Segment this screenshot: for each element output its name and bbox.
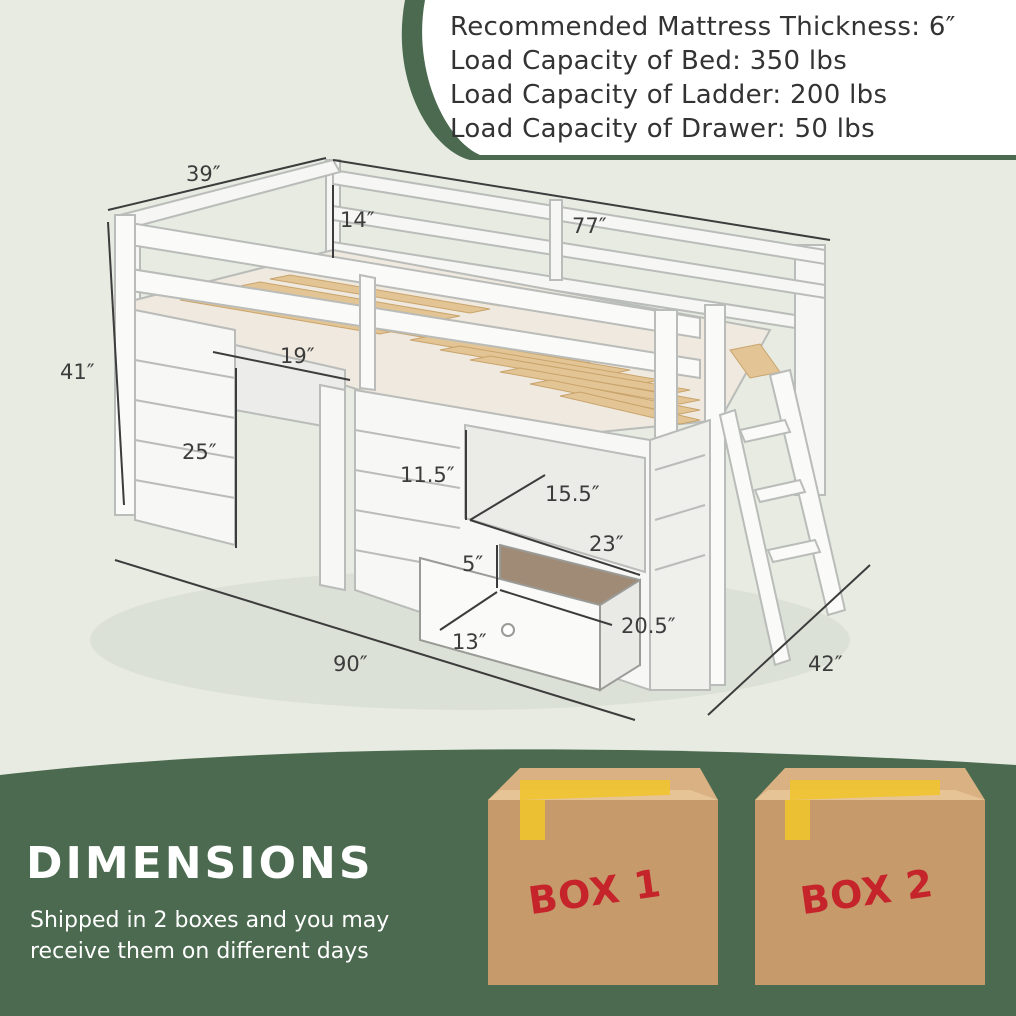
spec-list: Recommended Mattress Thickness: 6″ Load … [450, 10, 956, 146]
spec-bed-capacity: Load Capacity of Bed: 350 lbs [450, 46, 848, 76]
spec-mattress-thickness: Recommended Mattress Thickness: 6″ [450, 12, 956, 42]
drawer [419, 543, 641, 692]
left-cabinet [134, 308, 346, 592]
dim-drawer-width: 13″ [452, 630, 487, 654]
ladder [718, 368, 847, 667]
dim-drawer-length: 20.5″ [621, 614, 676, 638]
spec-ladder-capacity: Load Capacity of Ladder: 200 lbs [450, 80, 888, 110]
dim-height: 41″ [60, 360, 95, 384]
front-guard-rail [114, 214, 726, 691]
spec-drawer-capacity: Load Capacity of Drawer: 50 lbs [450, 114, 875, 144]
dim-desk-height: 25″ [182, 440, 217, 464]
dim-drawer-height: 5″ [462, 552, 484, 576]
dim-total-depth: 42″ [808, 652, 843, 676]
dim-total-length: 90″ [333, 652, 368, 676]
dim-desk-width: 19″ [280, 344, 315, 368]
spec-card [422, 0, 1016, 155]
box-1 [488, 768, 718, 985]
dim-shelf-depth: 15.5″ [545, 482, 600, 506]
dimensions-heading: DIMENSIONS [26, 838, 374, 889]
dim-inner-length: 77″ [572, 214, 607, 238]
dim-shelf-width: 23″ [589, 532, 624, 556]
box-2 [755, 768, 985, 985]
dim-rail-height: 14″ [340, 208, 375, 232]
dimension-lines [107, 157, 871, 721]
dim-depth: 39″ [186, 162, 221, 186]
shipping-note: Shipped in 2 boxes and you may receive t… [30, 908, 390, 964]
dim-shelf-height: 11.5″ [400, 463, 455, 487]
